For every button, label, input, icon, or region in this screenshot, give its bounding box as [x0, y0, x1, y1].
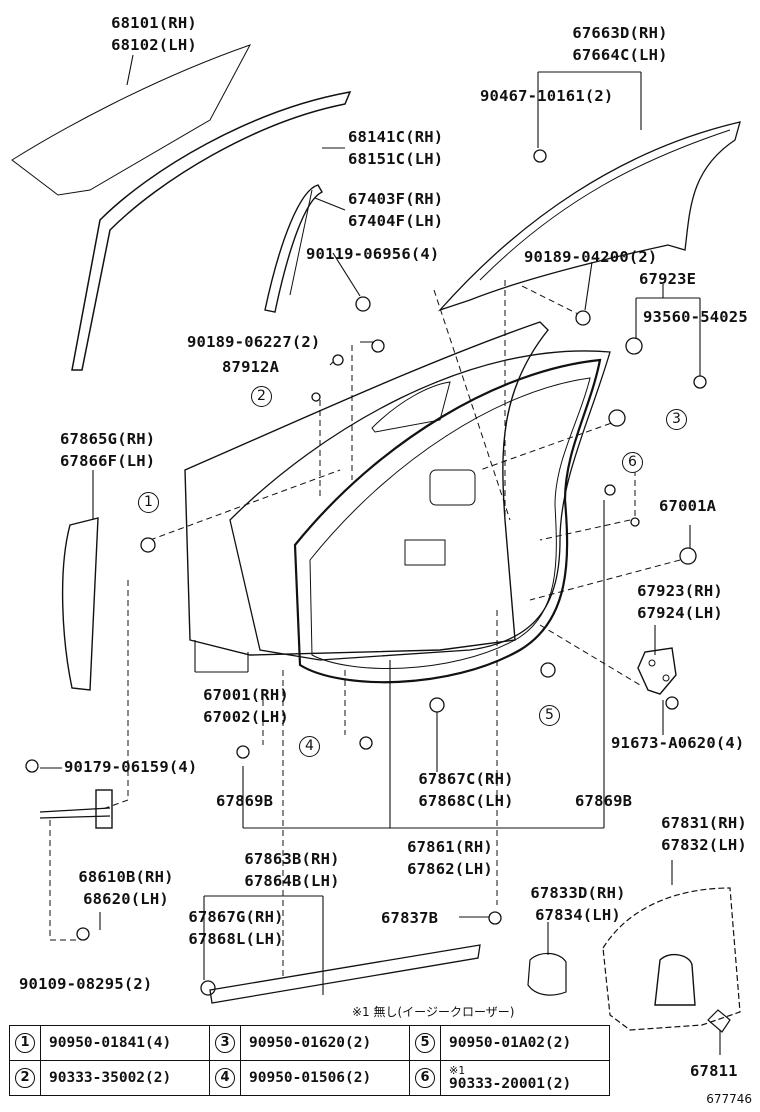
legend-part: 90950-01A02(2) [440, 1025, 610, 1061]
callout-3: 3 [666, 409, 687, 430]
frame-seal-strip [264, 184, 323, 313]
legend-callout: 6 [415, 1068, 435, 1088]
callout-4: 4 [299, 736, 320, 757]
hole-cover-shape [527, 952, 567, 996]
label-screw-90467: 90467-10161(2) [480, 87, 614, 105]
label-weatherstrip-clip-right: 67869B [575, 792, 633, 810]
label-moulding-clip: 67867G(RH)67868L(LH) [188, 908, 284, 948]
label-clip-90179: 90179-06159(4) [64, 758, 198, 776]
legend-callout: 1 [15, 1033, 35, 1053]
diagram-id: 677746 [706, 1092, 752, 1106]
door-hinge-shape [637, 647, 677, 695]
label-cushion-67923e: 67923E [639, 270, 697, 288]
lower-moulding-strip [209, 944, 481, 1004]
easy-closer-note: ※1 無し(イージークローザー) [352, 1005, 515, 1019]
fasteners [25, 149, 707, 996]
label-lower-moulding: 67863B(RH)67864B(LH) [244, 850, 340, 890]
legend-part: 90950-01506(2) [240, 1060, 410, 1096]
label-door-glass-run: 68141C(RH)68151C(LH) [348, 128, 444, 168]
legend-callout: 4 [215, 1068, 235, 1088]
label-front-door-panel: 67001(RH)67002(LH) [203, 686, 289, 726]
legend-row: 1 90950-01841(4) 3 90950-01620(2) 5 9095… [9, 1025, 610, 1061]
label-door-check-assy: 68610B(RH)68620(LH) [78, 868, 174, 908]
weatherstrip-inner [309, 377, 591, 669]
label-door-weatherstrip: 67861(RH)67862(LH) [407, 838, 493, 878]
label-part-67837b: 67837B [381, 909, 439, 927]
label-weatherstrip-retainer: 67867C(RH)67868C(LH) [418, 770, 514, 810]
frame-seal-inner [289, 189, 313, 296]
label-part-87912a: 87912A [222, 358, 280, 376]
callout-1: 1 [138, 492, 159, 513]
label-bolt-90109: 90109-08295(2) [19, 975, 153, 993]
label-door-frame-garnish: 67663D(RH)67664C(LH) [572, 24, 668, 64]
label-service-hole-cover: 67833D(RH)67834(LH) [530, 884, 626, 924]
label-screw-93560: 93560-54025 [643, 308, 748, 326]
outer-trim-shape [61, 517, 99, 691]
weatherstrip-loop [293, 358, 602, 684]
glass-run-channel [71, 91, 352, 371]
leader-lines [40, 54, 721, 1055]
door-inner-panel [229, 350, 611, 661]
legend-callout: 3 [215, 1033, 235, 1053]
legend-callout: 5 [415, 1033, 435, 1053]
window-opening [371, 381, 451, 433]
legend-part: 90333-35002(2) [40, 1060, 210, 1096]
frame-garnish-shape [437, 121, 741, 312]
label-clip-90189-04200: 90189-04200(2) [524, 248, 658, 266]
legend-footnote-mark: ※1 [449, 1063, 465, 1077]
label-front-door-glass: 68101(RH)68102(LH) [111, 14, 197, 54]
trim-board-pocket [654, 953, 696, 1006]
label-bolt-90119: 90119-06956(4) [306, 245, 440, 263]
label-door-check: 67001A [659, 497, 717, 515]
callout-6: 6 [622, 452, 643, 473]
callout-2: 2 [251, 386, 272, 407]
legend-callout: 2 [15, 1068, 35, 1088]
trim-board-outline [602, 887, 741, 1031]
label-door-trim-board: 67831(RH)67832(LH) [661, 814, 747, 854]
legend-part: 90950-01620(2) [240, 1025, 410, 1061]
service-hole-2 [429, 469, 476, 506]
legend-table: 1 90950-01841(4) 3 90950-01620(2) 5 9095… [9, 1025, 610, 1096]
door-glass-shape [11, 44, 252, 196]
label-clip-90189-06227: 90189-06227(2) [187, 333, 321, 351]
label-weatherstrip-clip-left: 67869B [216, 792, 274, 810]
callout-5: 5 [539, 705, 560, 726]
door-panel-outer [184, 321, 549, 656]
label-outer-trim: 67865G(RH)67866F(LH) [60, 430, 156, 470]
legend-part: 90950-01841(4) [40, 1025, 210, 1061]
label-bolt-91673: 91673-A0620(4) [611, 734, 745, 752]
label-part-67811: 67811 [690, 1062, 738, 1080]
label-door-hinge: 67923(RH)67924(LH) [637, 582, 723, 622]
label-door-window-frame-seal: 67403F(RH)67404F(LH) [348, 190, 444, 230]
clip-67811 [707, 1009, 731, 1033]
service-hole [404, 539, 446, 566]
legend-part: 90333-20001(2) [449, 1075, 572, 1092]
garnish-rim [479, 129, 731, 281]
